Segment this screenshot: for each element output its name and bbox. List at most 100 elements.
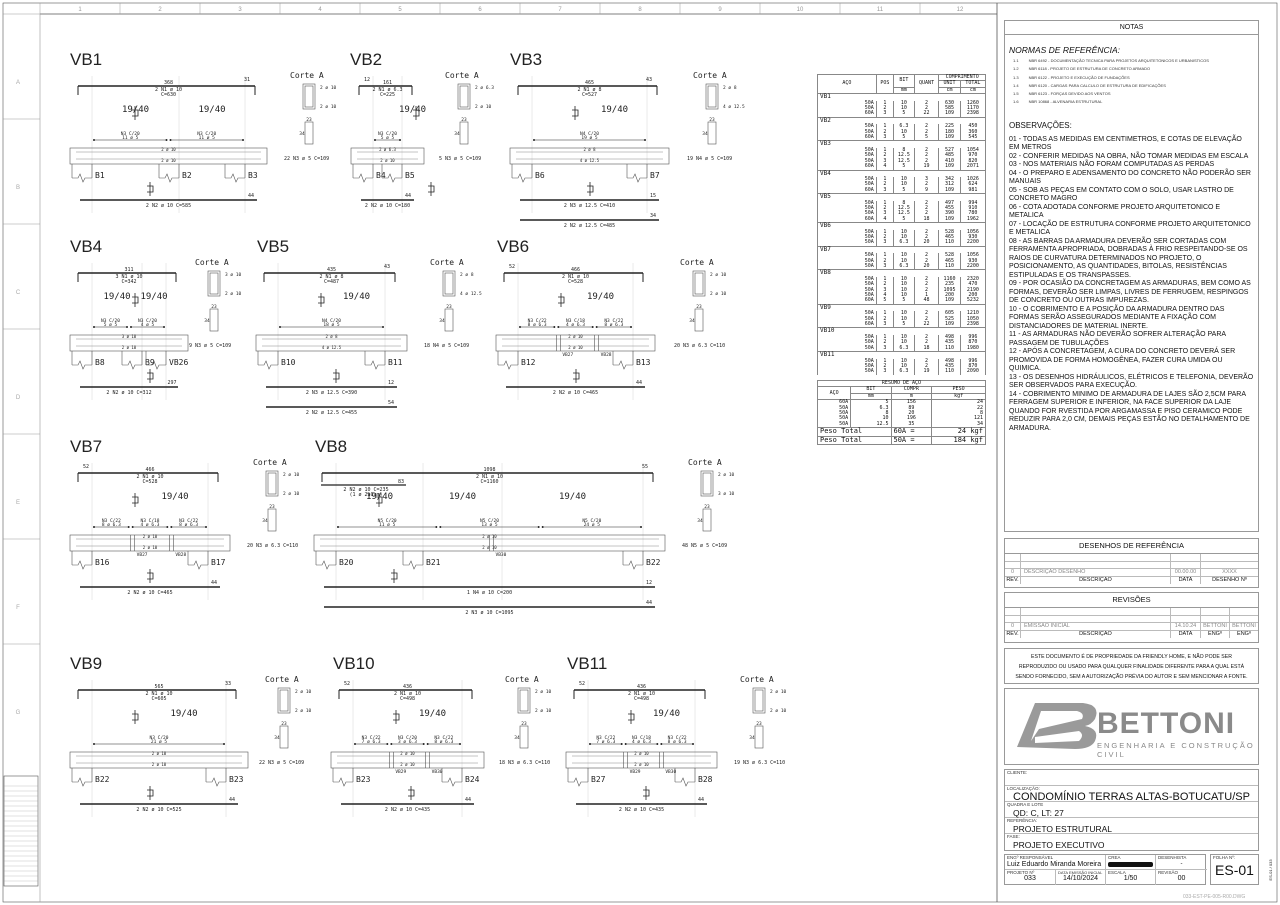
section-cut-marker-icon [558,293,565,307]
top-rebar-label: 2 ø 10 [634,751,649,756]
observation-item: 06 - COTA ADOTADA CONFORME PROJETO ARQUI… [1009,203,1221,220]
stirrup-count: 4 ø 6.3 [632,739,651,745]
support-label: B22 [95,775,110,784]
top-rebar-label: 2 ø 8 [325,334,338,339]
observation-item: 03 - NOS MATERIAIS NÃO FORAM COMPUTADAS … [1009,161,1215,169]
beam-title: VB10 [333,654,375,673]
stirrup-outline [519,689,529,712]
section-cut-marker-icon [376,493,383,507]
table-cell: 8 [931,410,986,417]
bottom-rebar-label: 2 ø 10 [380,158,395,163]
col-length: COMPRIMENTO [938,73,986,82]
stirrup-shape-icon [707,121,717,145]
observation-item: 10 - O COBRIMENTO E A POSIÇÃO DA ARMADUR… [1009,305,1225,330]
dim-tick [374,139,376,141]
section-cut-marker-icon [132,106,139,120]
location-value: CONDOMÍNIO TERRAS ALTAS-BOTUCATU/SP [1013,791,1250,803]
stirrup-spacing: N3 C/20 [398,735,417,741]
stirrup-outline [702,472,712,495]
table-cell: 870 [959,339,987,346]
table-cell: 3 [875,321,894,328]
bottom-bar-dim: 44 [465,797,471,803]
table-cell: 3 [875,134,894,141]
stirrup-outline [444,272,454,295]
table-cell: 585 [938,105,961,112]
section-cut-marker-icon [318,293,325,307]
section-cut-marker-icon [643,786,650,800]
span-section-label: 19/40 [587,292,614,302]
ref-date: 00.00.00 [1171,569,1201,576]
top-bar-length: 1098 [483,467,495,473]
reference-value: PROJETO ESTRUTURAL [1013,824,1113,834]
beam-title: VB5 [257,237,289,256]
top-bar-anchor-dim: 43 [384,264,390,270]
table-cell: 109 [938,134,961,141]
top-bar-label: 2 N1 ø 10 [476,474,503,480]
stirrup-spacing: N3 C/22 [596,735,615,741]
unit-kgf: kgf [931,392,986,401]
stirrup-width: 23 [704,504,710,510]
table-cell: 2 [875,281,894,288]
dim-tick [223,743,225,745]
table-cell: 1026 [959,176,987,183]
stirrup-shape-icon [279,725,289,749]
project-number: 033 [1024,875,1036,882]
reference-label: REFERÊNCIA: [1007,818,1038,823]
col-steel: AÇO [817,73,877,95]
dim-tick [519,326,521,328]
bottom-bar-label: 2 N2 ø 10 C=180 [365,203,410,209]
beam-elevation [255,334,408,352]
table-cell: 1980 [959,345,987,352]
stirrup-shape-icon [444,308,454,332]
stirrup-count: 4 ø 5 [141,322,155,328]
lot-label: QUADRA E LOTE [1007,802,1044,807]
stirrup-spacing: N3 C/20 [197,131,216,137]
stirrup-width: 23 [461,117,467,123]
top-bar-length: 565 [154,684,163,690]
stirrup-width: 23 [756,721,762,727]
span-section-label: 19/40 [198,105,225,115]
top-rebar-label: 2 ø 8 [583,147,596,152]
beam-elevation [565,751,718,769]
beam-elevation [495,334,656,352]
bottom-bar-label: 1 N4 ø 10 C=200 [467,590,512,596]
dim-tick [595,326,598,328]
break-line-icon [258,360,278,370]
table-cell: 1210 [959,310,987,317]
col-rev: REV. [1005,630,1021,638]
norm-number: 1.2 [1013,66,1019,72]
beam-title: VB8 [315,437,347,456]
table-cell: 6.3 [892,263,915,270]
top-bar-length: 466 [145,467,154,473]
support-label: B4 [376,171,386,180]
break-line-icon [403,560,423,570]
table-cell: 1170 [959,105,987,112]
table-cell: 10 [892,105,915,112]
sheet-label: FOLHA Nº: [1213,855,1236,860]
revision-label: REVISÃO [1158,870,1179,875]
undefined: 2 N2 ø 10 C=235 [343,487,388,493]
break-line-icon [568,777,588,787]
top-bar-length: 435 [327,267,336,273]
table-cell: 109 [938,216,961,223]
stirrup-spacing: N5 C/20 [480,518,499,524]
drafter-value: - [1180,861,1183,867]
section-top-bars: 2 ø 8 [460,272,474,278]
stirrup-shape-icon [754,725,764,749]
dim-tick [386,743,389,745]
unit-mm: mm [850,392,892,401]
section-cut-marker-icon [393,710,400,724]
bottom-bar-label: 2 N2 ø 10 C=585 [146,203,191,209]
stirrup-count: 24 ø 5 [584,522,601,528]
side-code: ES-01 / 033 [1268,859,1273,881]
stirrup-spacing: N4 C/20 [322,318,341,324]
table-cell: 2200 [959,263,987,270]
